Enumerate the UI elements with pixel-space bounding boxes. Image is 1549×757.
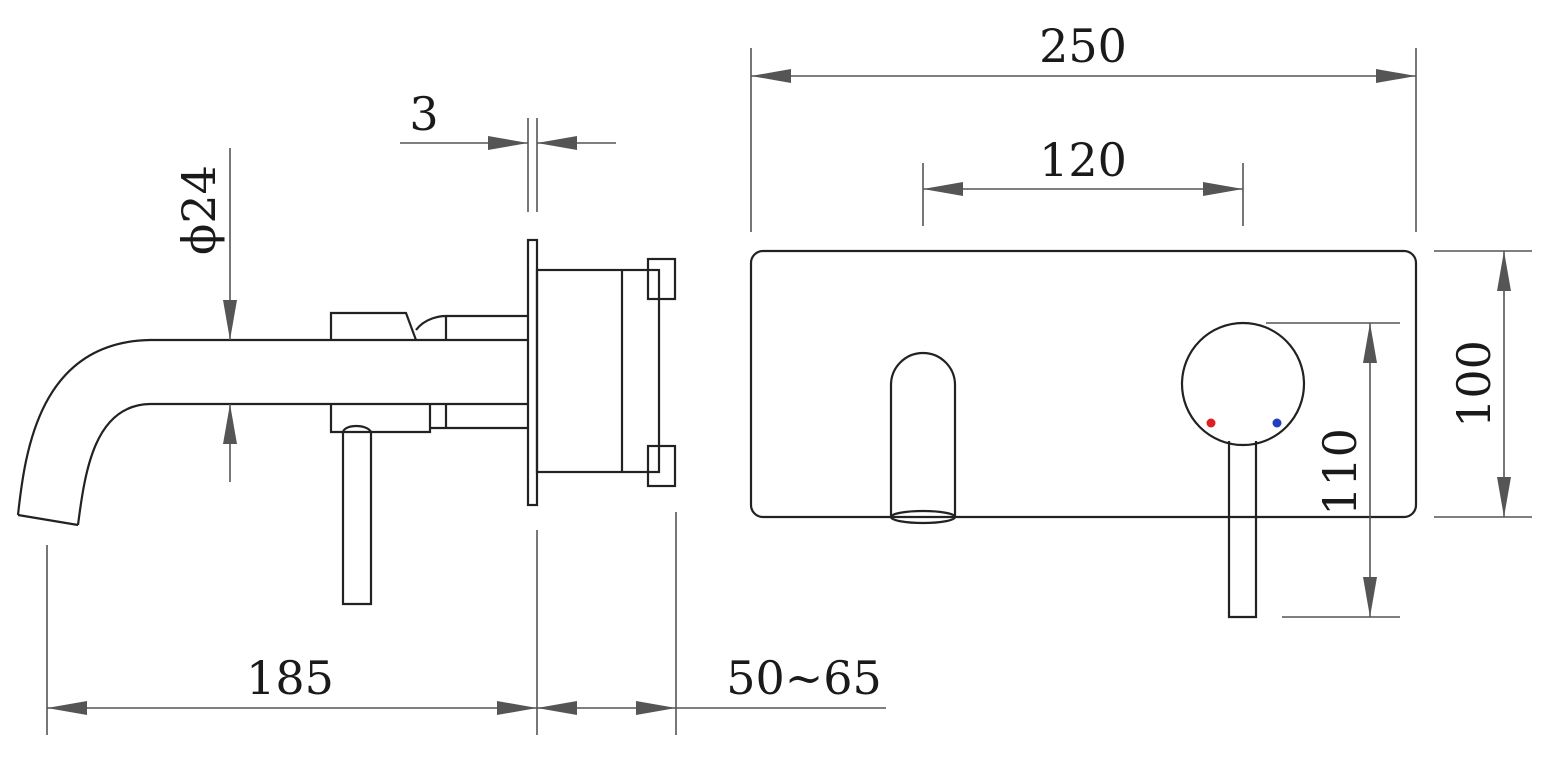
dimension-plate-height: 100 xyxy=(1434,250,1532,518)
in-wall-box-cap-bottom xyxy=(646,444,677,488)
front-view: 250 120 100 110 xyxy=(749,19,1532,619)
dimension-plate-thickness: 3 xyxy=(400,87,616,212)
in-wall-box-cap-top xyxy=(646,257,677,301)
valve-body-lower xyxy=(329,404,528,434)
side-view: ϕ24 3 185 50~65 xyxy=(16,87,886,735)
valve-connector-upper xyxy=(415,314,528,340)
pipe-diameter-label: ϕ24 xyxy=(172,165,226,255)
valve-body-upper xyxy=(329,311,418,341)
front-handle-lever xyxy=(1227,441,1258,619)
spout-handle-spacing-label: 120 xyxy=(1039,133,1127,187)
front-plate xyxy=(749,249,1418,519)
in-wall-box xyxy=(535,268,661,474)
wall-plate xyxy=(526,238,539,507)
dimension-wall-depth: 50~65 xyxy=(537,512,886,735)
handle-height-label: 110 xyxy=(1313,428,1367,516)
front-handle-knob xyxy=(1180,321,1306,447)
wall-depth-label: 50~65 xyxy=(726,651,882,705)
spout-inner-outline xyxy=(76,402,528,526)
cold-indicator-dot xyxy=(1272,418,1282,428)
front-spout xyxy=(889,351,957,517)
dimension-pipe-diameter: ϕ24 xyxy=(172,148,237,482)
spout-outline xyxy=(16,338,528,516)
plate-thickness-label: 3 xyxy=(409,87,438,141)
spout-projection-label: 185 xyxy=(246,651,334,705)
dimension-spout-projection: 185 xyxy=(46,530,538,735)
hot-indicator-dot xyxy=(1206,418,1216,428)
front-spout-opening xyxy=(889,509,957,525)
dimension-handle-height: 110 xyxy=(1266,322,1400,618)
plate-height-label: 100 xyxy=(1447,340,1501,428)
dimension-plate-width: 250 xyxy=(750,19,1417,232)
dimension-spout-handle-spacing: 120 xyxy=(922,133,1244,226)
handle-lever xyxy=(341,424,373,606)
spout-tip xyxy=(17,513,79,527)
plate-width-label: 250 xyxy=(1039,19,1127,73)
